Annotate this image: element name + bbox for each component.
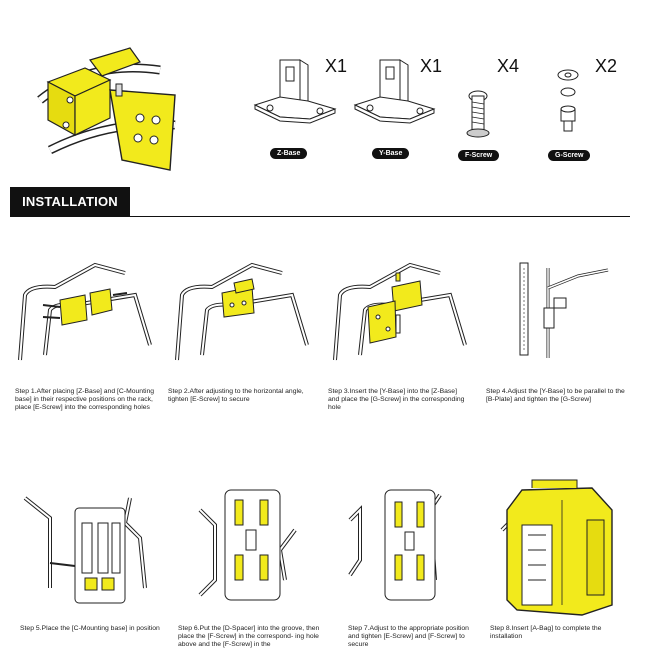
step-2-text: Step 2.After adjusting to the horizontal… <box>168 388 304 404</box>
z-base-qty: X1 <box>325 56 348 76</box>
g-screw-qty: X2 <box>595 56 618 76</box>
f-screw-icon <box>466 90 490 138</box>
step-3-text: Step 3.Insert the [Y-Base] into the [Z-B… <box>328 388 465 412</box>
step-8-text: Step 8.Insert [A-Bag] to complete the in… <box>490 625 602 641</box>
step-5-text: Step 5.Place the [C-Mounting base] in po… <box>20 625 160 632</box>
installation-divider <box>10 216 630 217</box>
step-1-text: Step 1.After placing [Z-Base] and [C-Mou… <box>15 388 155 412</box>
step-1-illustration <box>18 262 152 361</box>
f-screw-label: F-Screw <box>458 150 500 161</box>
installation-header-title: INSTALLATION <box>22 194 118 209</box>
step-8-illustration <box>500 479 613 616</box>
step-4-text: Step 4.Adjust the [Y-Base] to be paralle… <box>486 388 625 404</box>
z-base-icon <box>253 59 337 124</box>
y-base-label: Y-Base <box>372 148 410 159</box>
step-6-text: Step 6.Put the [D-Spacer] into the groov… <box>178 625 320 649</box>
g-screw-label: G-Screw <box>548 150 591 161</box>
z-base-label: Z-Base <box>270 148 308 159</box>
g-screw-icon <box>557 69 579 132</box>
y-base-icon <box>353 59 436 124</box>
step-4-illustration <box>519 262 609 358</box>
step-5-illustration <box>23 496 147 604</box>
step-6-illustration <box>198 489 297 601</box>
step-3-illustration <box>333 262 467 361</box>
step-7-illustration <box>348 489 442 601</box>
installation-header-bg <box>10 187 130 217</box>
step-7-text: Step 7.Adjust to the appropriate positio… <box>348 625 469 649</box>
hero-mount-illustration <box>37 47 176 171</box>
step-2-illustration <box>175 262 309 361</box>
y-base-qty: X1 <box>420 56 443 76</box>
f-screw-qty: X4 <box>497 56 520 76</box>
